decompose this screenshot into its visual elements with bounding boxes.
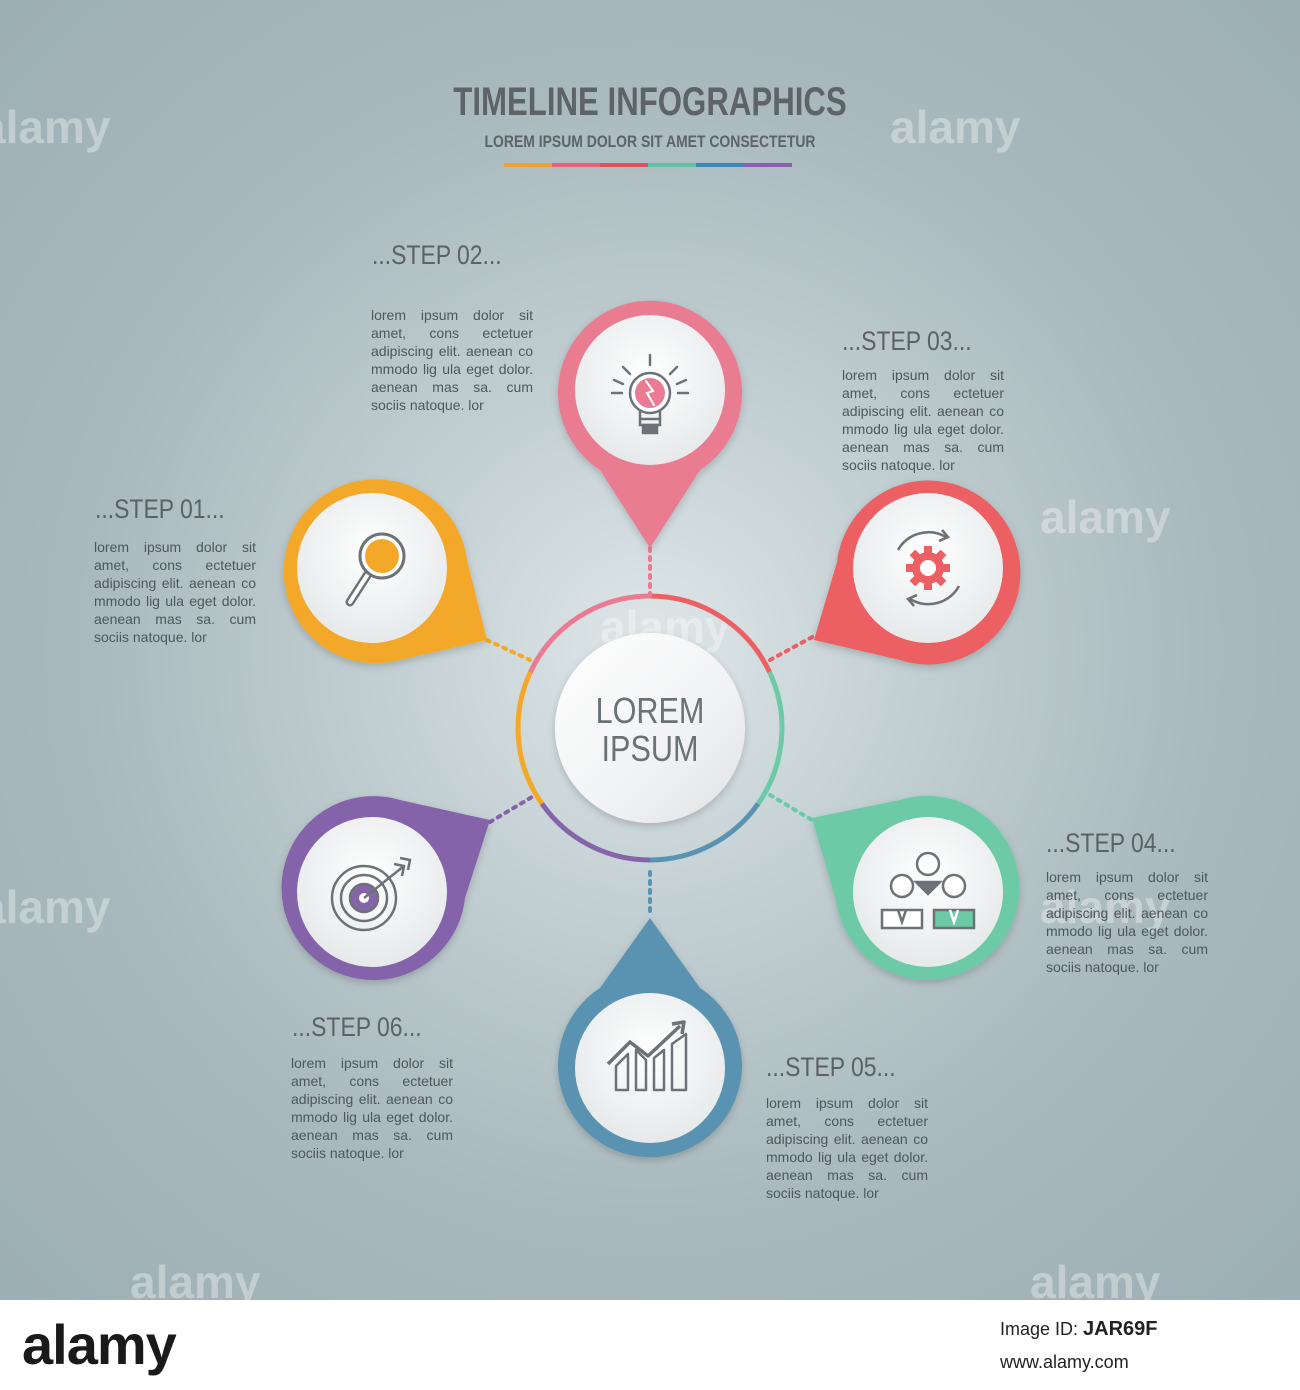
growth-chart-icon: [606, 1020, 688, 1092]
connector-step-06: [488, 795, 534, 824]
step-02-heading: ...STEP 02...: [372, 240, 502, 270]
colorbar-segment: [696, 163, 744, 167]
step-05-description: lorem ipsum dolor sit amet, cons ectetue…: [766, 1095, 928, 1201]
ring-segment-step-04: [756, 671, 785, 806]
ring-segment-step-01: [515, 671, 544, 806]
footer-bar: alamy Image ID: JAR69F www.alamy.com: [0, 1300, 1300, 1390]
connector-step-04: [768, 793, 814, 822]
footer-logo: alamy: [22, 1313, 177, 1376]
magnifier-icon: [345, 532, 406, 607]
step-06-heading: ...STEP 06...: [292, 1012, 422, 1042]
lightbulb-icon: [610, 353, 690, 435]
connector-step-01: [485, 638, 532, 662]
step-03-heading: ...STEP 03...: [842, 326, 972, 356]
colorbar-segment: [744, 163, 792, 167]
target-icon: [330, 856, 412, 932]
image-id-value: JAR69F: [1083, 1318, 1158, 1340]
ring-segment-step-02: [528, 593, 651, 674]
gear-cycle-icon: [896, 529, 961, 607]
page-subtitle: LOREM IPSUM DOLOR SIT AMET CONSECTETUR: [484, 132, 816, 151]
step-04-description: lorem ipsum dolor sit amet, cons ectetue…: [1046, 869, 1208, 975]
image-id-label: Image ID:: [1000, 1319, 1079, 1339]
step-03-description: lorem ipsum dolor sit amet, cons ectetue…: [842, 367, 1004, 473]
team-icon: [880, 851, 976, 930]
center-label: LOREM IPSUM: [574, 692, 727, 768]
page-title: TIMELINE INFOGRAPHICS: [453, 80, 847, 124]
colorbar-segment: [504, 163, 552, 167]
pin-step-04: [812, 795, 1020, 980]
image-id: Image ID: JAR69F: [1000, 1318, 1158, 1341]
step-05-heading: ...STEP 05...: [766, 1052, 896, 1082]
step-01-description: lorem ipsum dolor sit amet, cons ectetue…: [94, 539, 256, 645]
step-02-description: lorem ipsum dolor sit amet, cons ectetue…: [371, 307, 533, 413]
footer-url: www.alamy.com: [1000, 1352, 1129, 1372]
step-01-heading: ...STEP 01...: [95, 494, 225, 524]
colorbar-segment: [600, 163, 648, 167]
center-disc: [555, 633, 745, 823]
center-ring: [515, 593, 785, 863]
ring-segment-step-03: [649, 593, 772, 674]
ring-segment-step-06: [539, 802, 651, 863]
colorbar-segment: [648, 163, 696, 167]
connectors: [485, 546, 816, 917]
connector-step-03: [768, 634, 816, 662]
center-label-line2: IPSUM: [601, 728, 699, 769]
step-06-description: lorem ipsum dolor sit amet, cons ectetue…: [291, 1055, 453, 1161]
center-label-line1: LOREM: [595, 690, 705, 731]
diagram-graphic: [281, 300, 1021, 1158]
ring-segment-step-05: [649, 802, 761, 863]
infographic-canvas: alamy alamy alamy alamy alamy alamy alam…: [0, 0, 1300, 1300]
step-04-heading: ...STEP 04...: [1046, 828, 1176, 858]
colorbar-segment: [552, 163, 600, 167]
pin-step-05: [558, 918, 743, 1158]
title-colorbar: [504, 163, 792, 167]
